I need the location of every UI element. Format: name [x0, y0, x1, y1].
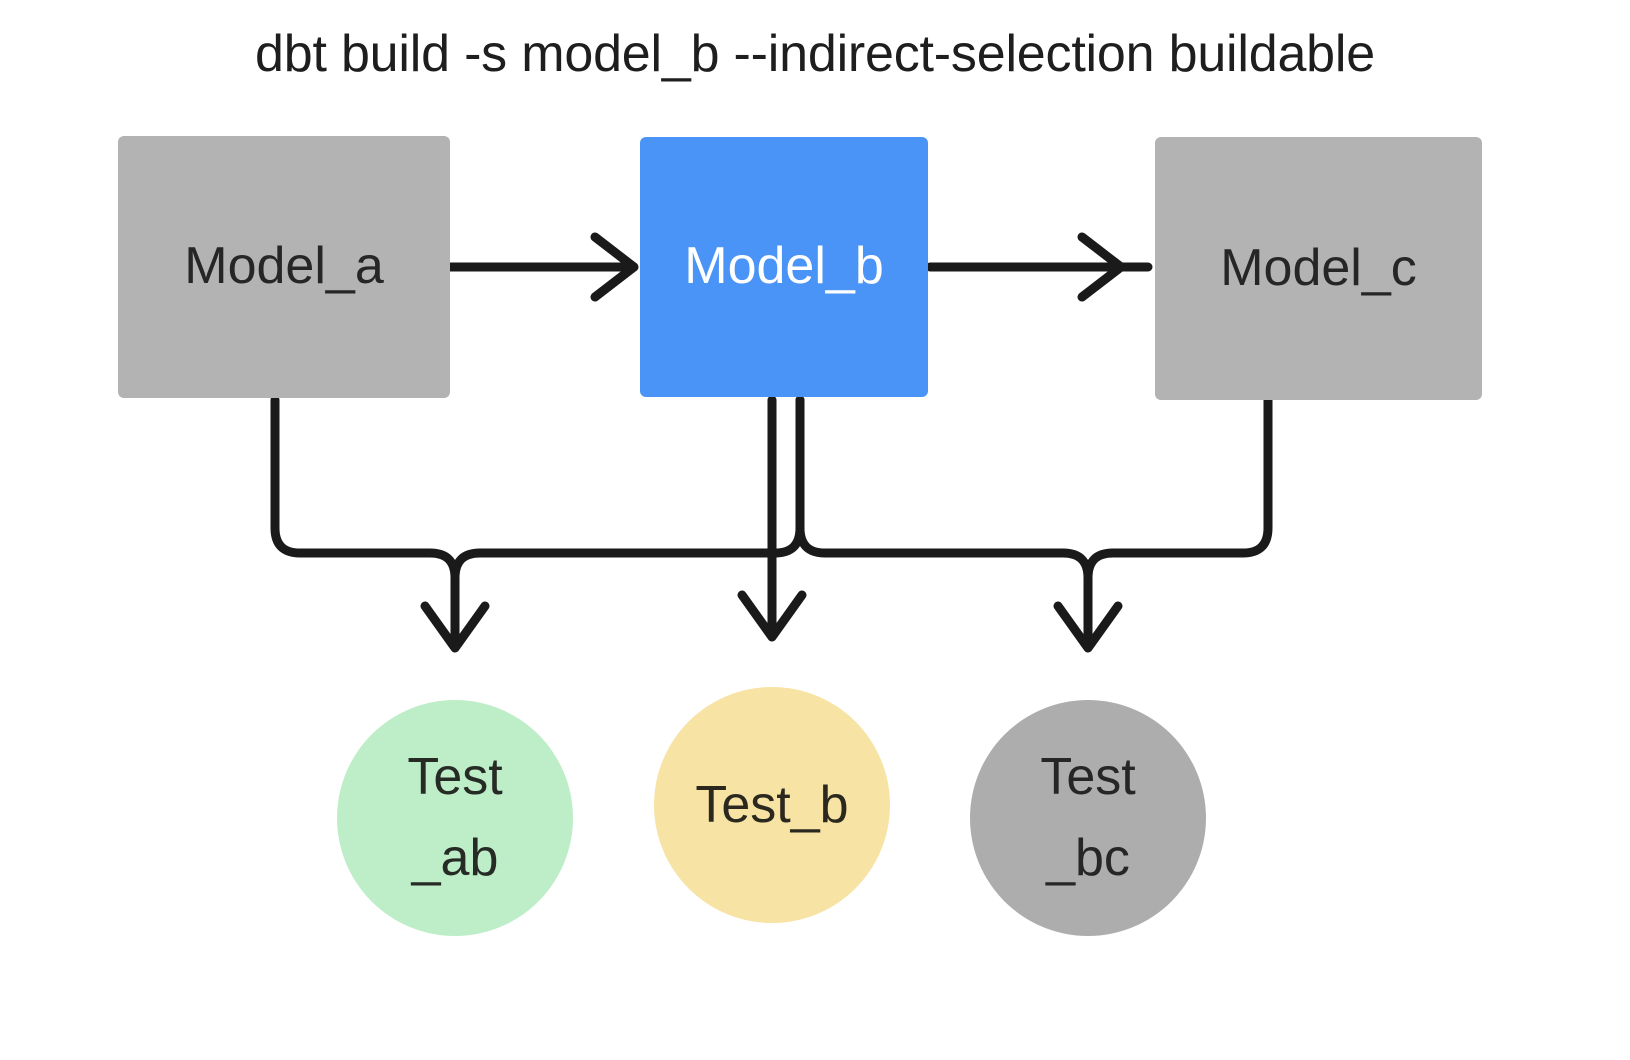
edge-model-b-to-test-ab — [450, 395, 805, 583]
node-test-ab-label-line2: _ab — [411, 829, 499, 887]
node-model-c[interactable]: Model_c — [1155, 137, 1482, 400]
edge-model-a-to-model-b — [427, 232, 639, 302]
node-test-bc[interactable]: Test _bc — [970, 700, 1206, 936]
edge-model-b-to-test-b — [737, 395, 807, 642]
node-test-ab-label-line1: Test — [407, 748, 503, 807]
node-model-b-label: Model_b — [684, 237, 884, 296]
edge-model-c-to-test-bc — [1053, 395, 1273, 653]
edge-model-b-to-test-bc — [795, 395, 1093, 583]
node-test-b-label-line1: Test_b — [695, 775, 849, 834]
node-model-a[interactable]: Model_a — [118, 136, 450, 398]
node-model-b[interactable]: Model_b — [640, 137, 928, 397]
diagram-title: dbt build -s model_b --indirect-selectio… — [255, 25, 1375, 83]
node-test-bc-label-line1: Test — [1040, 748, 1136, 807]
node-test-b[interactable]: Test_b — [654, 687, 890, 923]
node-model-c-label: Model_c — [1220, 238, 1417, 297]
edge-model-b-to-model-c — [925, 232, 1153, 302]
node-test-bc-label-line2: _bc — [1046, 829, 1130, 887]
node-test-ab[interactable]: Test _ab — [337, 700, 573, 936]
edge-model-a-to-test-ab — [270, 395, 490, 653]
node-model-a-label: Model_a — [184, 237, 384, 296]
